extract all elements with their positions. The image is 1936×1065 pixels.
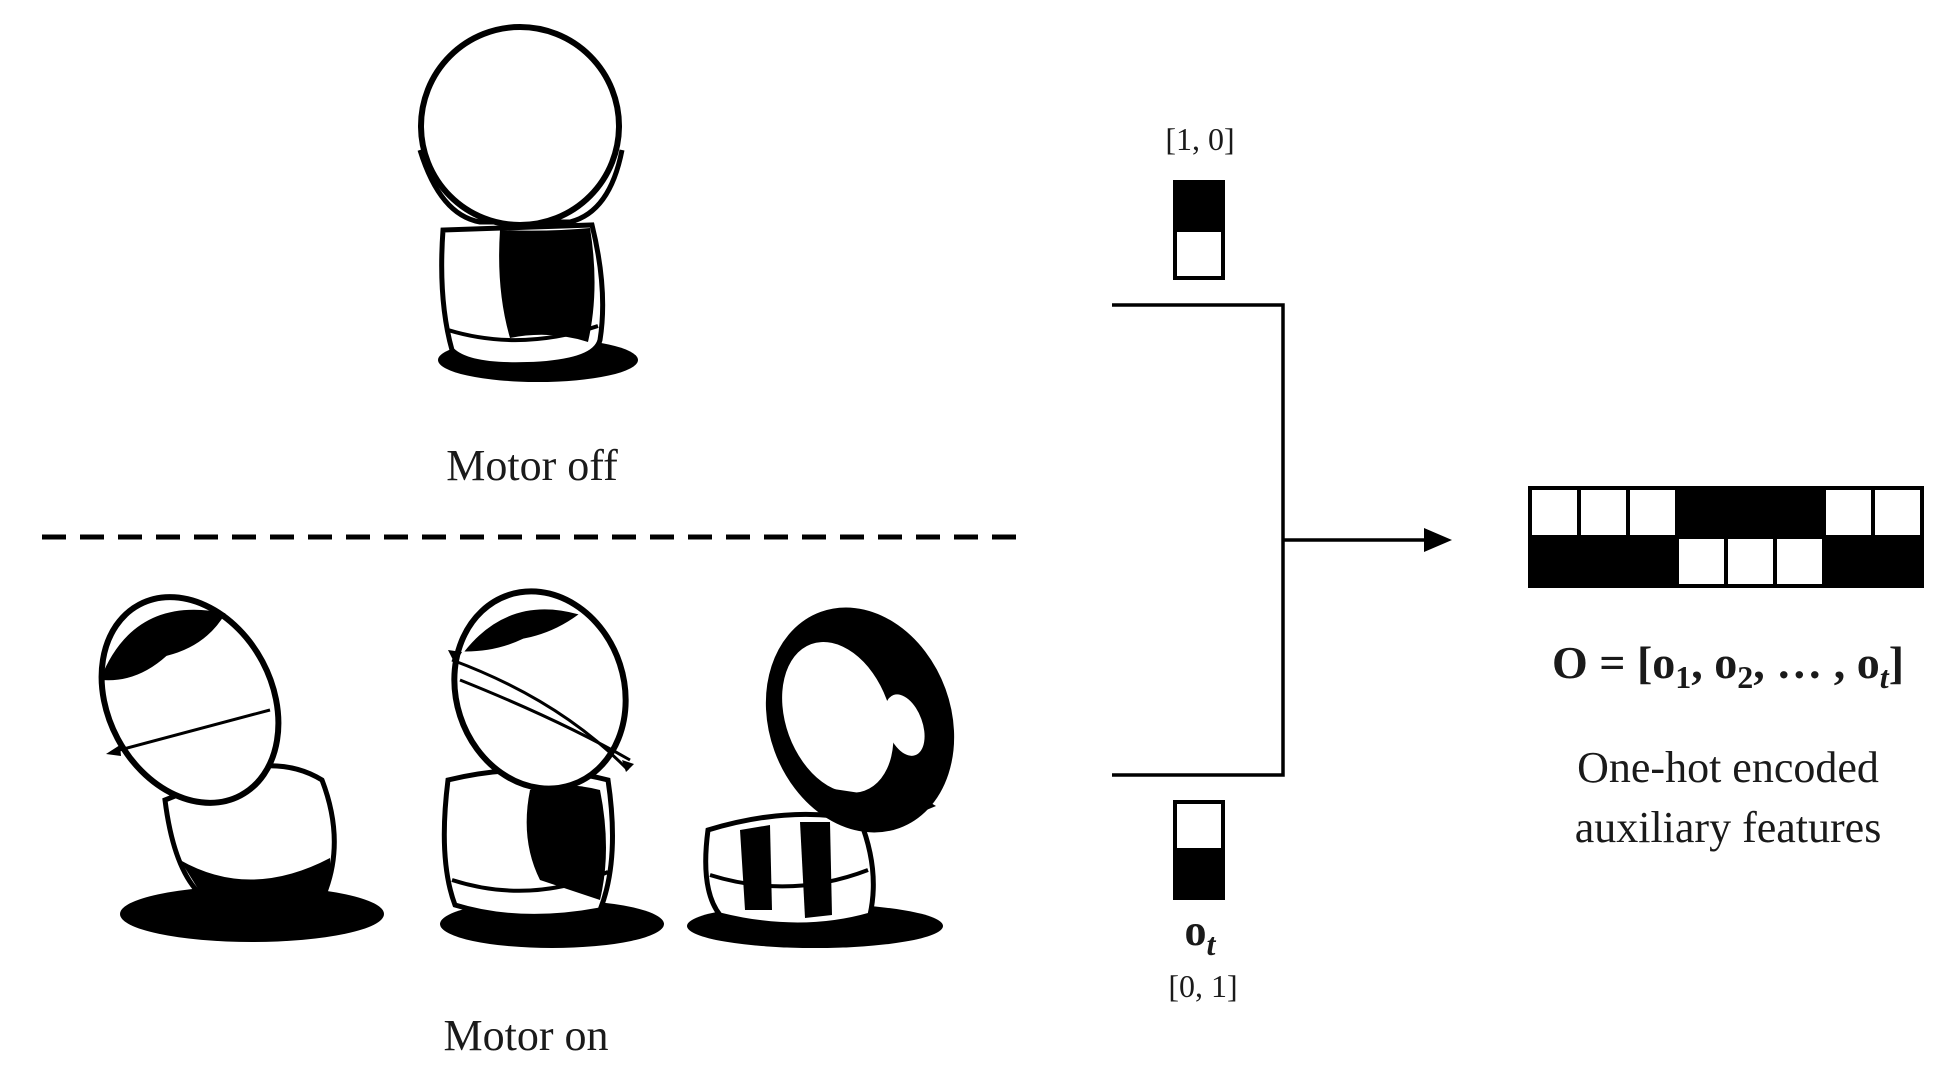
one-hot-vector-off: [1173, 180, 1225, 280]
one-hot-sequence-grid: [1528, 486, 1924, 588]
robot-motor-off: [417, 24, 638, 382]
sequence-formula: O = [o1, o2, … , ot]: [1552, 637, 1904, 695]
sequence-cell-r1-c3: [1675, 535, 1728, 588]
robot-motor-on-2: [440, 588, 664, 948]
sequence-cell-r0-c5: [1773, 486, 1826, 539]
caption-line-1: One-hot encoded: [1577, 743, 1879, 792]
observation-o: o: [1185, 906, 1207, 955]
arrow-head-icon: [1424, 528, 1452, 552]
one-hot-on-cell-0: [1173, 800, 1225, 852]
off-vector-label: [1, 0]: [1165, 121, 1234, 157]
sequence-cell-r0-c4: [1724, 486, 1777, 539]
sequence-cell-r0-c3: [1675, 486, 1728, 539]
motor-on-label: Motor on: [444, 1011, 609, 1060]
sequence-cell-r1-c1: [1577, 535, 1630, 588]
sequence-cell-r0-c7: [1871, 486, 1924, 539]
robot-motor-on-3: [687, 607, 955, 948]
sequence-cell-r0-c6: [1822, 486, 1875, 539]
sequence-cell-r0-c0: [1528, 486, 1581, 539]
sequence-cell-r1-c4: [1724, 535, 1777, 588]
sequence-cell-r0-c2: [1626, 486, 1679, 539]
sequence-cell-r1-c0: [1528, 535, 1581, 588]
sequence-cell-r1-c5: [1773, 535, 1826, 588]
one-hot-vector-on: [1173, 800, 1225, 900]
one-hot-off-cell-0: [1173, 180, 1225, 232]
one-hot-off-cell-1: [1173, 228, 1225, 280]
observation-subscript: t: [1207, 926, 1217, 962]
robot-motor-on-1: [98, 594, 384, 942]
on-vector-label: [0, 1]: [1168, 968, 1237, 1004]
sequence-cell-r1-c7: [1871, 535, 1924, 588]
sequence-cell-r0-c1: [1577, 486, 1630, 539]
merge-connector: [1112, 303, 1430, 777]
sequence-cell-r1-c6: [1822, 535, 1875, 588]
motor-off-label: Motor off: [446, 441, 618, 490]
observation-symbol: ot: [1185, 906, 1217, 962]
one-hot-on-cell-1: [1173, 848, 1225, 900]
sequence-cell-r1-c2: [1626, 535, 1679, 588]
caption-line-2: auxiliary features: [1575, 803, 1882, 852]
